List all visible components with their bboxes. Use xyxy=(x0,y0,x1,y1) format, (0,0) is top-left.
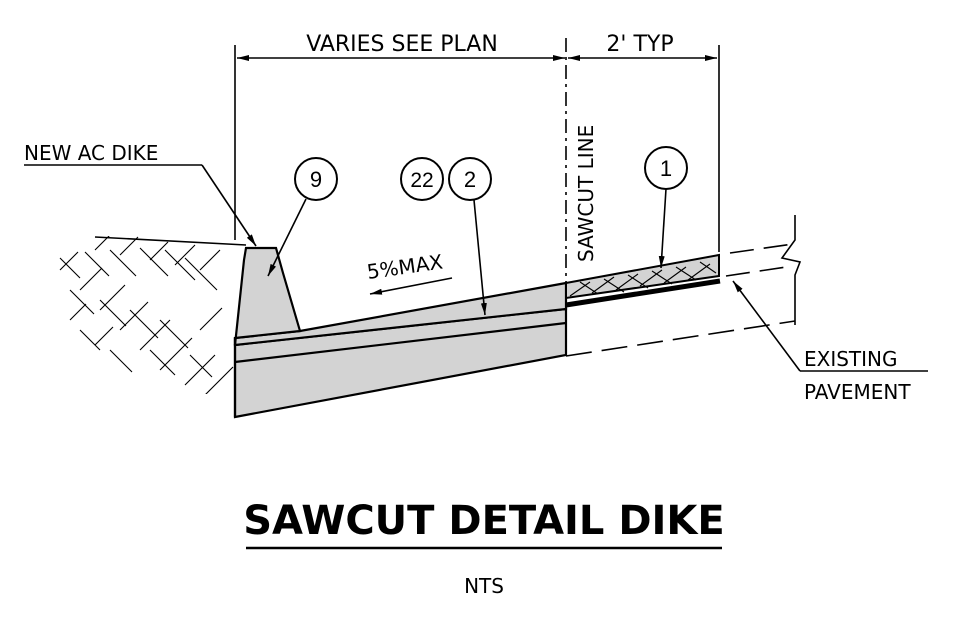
dimension-lines: VARIES SEE PLAN 2' TYP xyxy=(234,32,720,252)
slope-label: 5%MAX xyxy=(365,250,444,284)
callout-2-leader xyxy=(473,199,487,316)
new-ac-dike-leader xyxy=(201,164,257,247)
callout-2-label: 2 xyxy=(464,167,476,192)
callout-22-label: 22 xyxy=(410,169,433,192)
existing-pavement-continuation xyxy=(565,215,802,357)
callout-22: 22 xyxy=(400,157,444,201)
existing-pavement-strip xyxy=(565,253,720,300)
callout-9-leader xyxy=(267,198,307,277)
callout-22-circle xyxy=(400,157,444,201)
dimension-typ-label: 2' TYP xyxy=(606,32,673,57)
existing-dashed-top xyxy=(729,243,794,254)
ground-line xyxy=(94,236,247,246)
new-ac-dike-callout: NEW AC DIKE xyxy=(24,141,257,247)
callout-2-circle xyxy=(448,157,492,201)
dimension-varies-label: VARIES SEE PLAN xyxy=(306,32,498,57)
sawcut-line: SAWCUT LINE xyxy=(565,38,598,284)
new-ac-dike-label: NEW AC DIKE xyxy=(24,141,158,165)
callout-2: 2 xyxy=(448,157,492,316)
existing-pavement-callout: EXISTING PAVEMENT xyxy=(732,280,928,404)
callout-9-circle xyxy=(294,157,338,201)
callout-1-label: 1 xyxy=(660,156,672,181)
ac-dike xyxy=(233,246,302,346)
callout-1: 1 xyxy=(644,146,688,269)
layer-division-line xyxy=(234,321,567,364)
title-block: SAWCUT DETAIL DIKE NTS xyxy=(243,498,725,598)
slope-arrow xyxy=(369,277,453,295)
existing-dashed-mid xyxy=(725,265,794,277)
existing-pavement-hatch xyxy=(569,261,717,297)
existing-pavement-base-line xyxy=(565,278,721,308)
scale-label: NTS xyxy=(464,574,504,598)
detail-title: SAWCUT DETAIL DIKE xyxy=(243,498,725,544)
existing-pavement-label-line1: EXISTING xyxy=(804,347,898,371)
break-line xyxy=(780,215,802,325)
existing-dashed-bottom xyxy=(565,320,796,357)
soil-hatch xyxy=(59,236,234,394)
slope-indicator: 5%MAX xyxy=(365,250,453,295)
existing-pavement-label-line2: PAVEMENT xyxy=(804,380,911,404)
callout-9-label: 9 xyxy=(310,167,322,192)
sawcut-line-label: SAWCUT LINE xyxy=(574,125,598,262)
callout-9: 9 xyxy=(267,157,338,277)
callout-1-leader xyxy=(658,188,667,269)
existing-pavement-leader xyxy=(732,280,801,372)
